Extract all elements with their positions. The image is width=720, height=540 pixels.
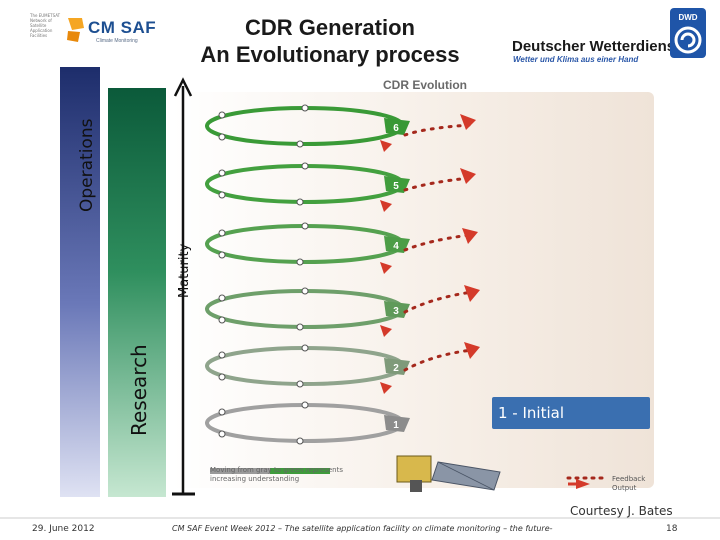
footer-event: CM SAF Event Week 2012 – The satellite a… xyxy=(172,524,553,533)
cm-saf-logo: The EUMETSAT Network of Satellite Applic… xyxy=(30,10,160,50)
feedback-curves xyxy=(403,123,474,372)
feedback-arrowheads xyxy=(460,114,480,359)
level-badge-6: 6 xyxy=(384,118,410,135)
feedback-arrow-2 xyxy=(464,342,480,359)
svg-text:2: 2 xyxy=(393,363,399,374)
slide-title-line-1: CDR Generation xyxy=(245,15,415,40)
svg-text:1: 1 xyxy=(393,420,399,431)
level-badge-4: 4 xyxy=(384,236,410,253)
cm-saf-fine-print: The EUMETSAT Network of Satellite Applic… xyxy=(30,13,61,38)
svg-text:4: 4 xyxy=(393,241,399,252)
initial-callout-text: 1 - Initial xyxy=(498,404,564,422)
level-badge-2: 2 xyxy=(384,358,410,375)
courtesy-text: Courtesy J. Bates xyxy=(570,504,673,518)
cm-saf-logo-text: CM SAF xyxy=(88,18,157,37)
feedback-arrow-5 xyxy=(460,168,476,184)
svg-text:5: 5 xyxy=(393,181,399,192)
cm-saf-logo-subtitle: Climate Monitoring xyxy=(96,38,138,44)
figure-panel xyxy=(172,92,654,488)
level-badges: 1 2 3 4 5 6 xyxy=(384,118,410,432)
legend-output-label: Output xyxy=(612,484,637,492)
operations-bar xyxy=(60,67,100,497)
cm-saf-emblem-icon xyxy=(67,18,84,42)
legend-feedback-label: Feedback xyxy=(612,475,646,483)
page-number: 18 xyxy=(666,524,678,534)
svg-text:6: 6 xyxy=(393,123,399,134)
footer-date: 29. June 2012 xyxy=(32,524,95,534)
initial-callout xyxy=(492,397,650,429)
maturity-arrowhead xyxy=(173,77,193,97)
feedback-arrow-6 xyxy=(460,114,476,130)
dwd-logo-text: Deutscher Wetterdienst xyxy=(512,38,681,55)
satellite-icon xyxy=(396,455,501,492)
dwd-slogan: Wetter und Klima aus einer Hand xyxy=(513,55,639,64)
feedback-arrow-4 xyxy=(462,228,478,244)
dwd-mark-text: DWD xyxy=(678,13,697,22)
ring-markers xyxy=(218,104,309,445)
ring-down-arrows xyxy=(380,140,392,394)
feedback-arrow-3 xyxy=(464,285,480,302)
slide-title-line-2: An Evolutionary process xyxy=(200,42,460,67)
dwd-emblem-icon: DWD xyxy=(670,8,706,58)
operations-label: Operations xyxy=(77,118,97,212)
research-label: Research xyxy=(127,344,151,436)
level-badge-1: 1 xyxy=(384,415,410,432)
svg-text:3: 3 xyxy=(393,306,399,317)
level-badge-3: 3 xyxy=(384,301,410,318)
maturity-label: Maturity xyxy=(177,243,192,298)
research-bar xyxy=(108,88,166,497)
figure-title: CDR Evolution xyxy=(383,78,467,92)
legend-gradient-text: Moving from gray to green represents inc… xyxy=(210,466,343,483)
level-badge-5: 5 xyxy=(384,176,410,193)
